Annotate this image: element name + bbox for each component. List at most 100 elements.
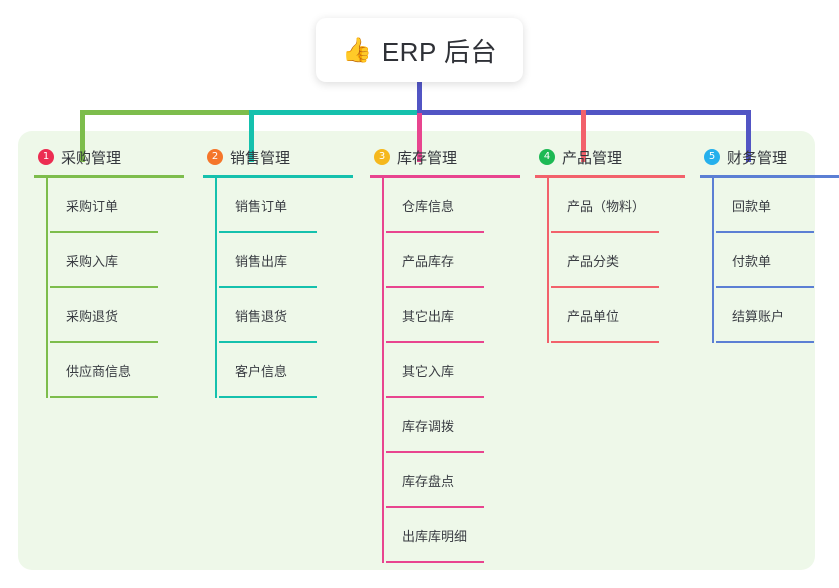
- branch-header-rule-5: [700, 175, 839, 178]
- branch-item[interactable]: 产品库存: [386, 233, 520, 288]
- branch-item-rule: [386, 341, 484, 343]
- branch-badge-4: 4: [539, 149, 555, 165]
- branch-item[interactable]: 库存盘点: [386, 453, 520, 508]
- branch-column-2: 2 销售管理 销售订单销售出库销售退货客户信息: [203, 146, 353, 398]
- branch-header-rule-2: [203, 175, 353, 178]
- branch-item[interactable]: 产品（物料）: [551, 178, 685, 233]
- branch-items-5: 回款单付款单结算账户: [700, 178, 839, 343]
- branch-header-1[interactable]: 1 采购管理: [34, 146, 184, 168]
- branch-item-label: 库存盘点: [402, 474, 455, 489]
- branch-spine-3: [382, 178, 384, 563]
- branch-item-rule: [386, 506, 484, 508]
- branch-header-rule-1: [34, 175, 184, 178]
- branch-drop-line-1: [80, 110, 85, 162]
- branch-spine-2: [215, 178, 217, 398]
- branch-items-2: 销售订单销售出库销售退货客户信息: [203, 178, 353, 398]
- branch-item[interactable]: 出库库明细: [386, 508, 520, 563]
- branch-item-label: 销售退货: [235, 309, 288, 324]
- branch-item[interactable]: 付款单: [716, 233, 839, 288]
- branch-drop-line-2: [249, 110, 254, 162]
- branch-item-rule: [50, 396, 158, 398]
- branch-item[interactable]: 销售出库: [219, 233, 353, 288]
- branch-item-label: 其它出库: [402, 309, 455, 324]
- branch-item-rule: [219, 231, 317, 233]
- root-node-label: ERP 后台: [381, 36, 498, 67]
- branch-item[interactable]: 采购入库: [50, 233, 184, 288]
- branch-item-rule: [716, 231, 814, 233]
- branch-item-label: 采购入库: [66, 254, 119, 269]
- branch-item-rule: [716, 286, 814, 288]
- branch-spine-4: [547, 178, 549, 343]
- branch-header-5[interactable]: 5 财务管理: [700, 146, 839, 168]
- branch-header-3[interactable]: 3 库存管理: [370, 146, 520, 168]
- branch-spine-5: [712, 178, 714, 343]
- branch-item[interactable]: 其它出库: [386, 288, 520, 343]
- branch-drop-line-3: [417, 110, 422, 162]
- branch-items-4: 产品（物料） 产品分类产品单位: [535, 178, 685, 343]
- branch-item-rule: [386, 231, 484, 233]
- branch-item-label: 库存调拨: [402, 419, 455, 434]
- branch-title-2: 销售管理: [230, 149, 291, 167]
- branch-item-rule: [386, 396, 484, 398]
- branch-item-label: 采购退货: [66, 309, 119, 324]
- branch-item[interactable]: 回款单: [716, 178, 839, 233]
- branch-items-3: 仓库信息产品库存其它出库其它入库库存调拨库存盘点出库库明细: [370, 178, 520, 563]
- branch-column-5: 5 财务管理 回款单付款单结算账户: [700, 146, 839, 343]
- bus-connector-segment-teal: [250, 110, 420, 115]
- branch-item-rule: [50, 341, 158, 343]
- trunk-connector-vertical: [417, 82, 422, 113]
- branch-title-4: 产品管理: [562, 149, 623, 167]
- branch-item[interactable]: 销售订单: [219, 178, 353, 233]
- branch-item-label: 产品（物料）: [567, 199, 646, 214]
- root-node-erp-backend[interactable]: 👍 ERP 后台: [316, 18, 523, 82]
- branch-item[interactable]: 产品分类: [551, 233, 685, 288]
- branch-item-label: 产品单位: [567, 309, 620, 324]
- branch-badge-3: 3: [374, 149, 390, 165]
- branch-item-label: 销售订单: [235, 199, 288, 214]
- branch-item[interactable]: 采购订单: [50, 178, 184, 233]
- branch-item-label: 付款单: [732, 254, 772, 269]
- branch-item-label: 产品分类: [567, 254, 620, 269]
- branch-drop-line-5: [746, 110, 751, 162]
- branch-item-rule: [386, 561, 484, 563]
- branch-badge-2: 2: [207, 149, 223, 165]
- branch-drop-line-4: [581, 110, 586, 162]
- branch-item-rule: [716, 341, 814, 343]
- branch-item-label: 客户信息: [235, 364, 288, 379]
- branch-item-label: 出库库明细: [402, 529, 468, 544]
- branch-column-4: 4 产品管理 产品（物料） 产品分类产品单位: [535, 146, 685, 343]
- branch-column-3: 3 库存管理 仓库信息产品库存其它出库其它入库库存调拨库存盘点出库库明细: [370, 146, 520, 563]
- branch-item[interactable]: 其它入库: [386, 343, 520, 398]
- branch-item[interactable]: 结算账户: [716, 288, 839, 343]
- branch-title-1: 采购管理: [61, 149, 122, 167]
- branch-item-rule: [386, 286, 484, 288]
- branch-header-rule-3: [370, 175, 520, 178]
- branch-item-label: 采购订单: [66, 199, 119, 214]
- bus-connector-segment-green: [80, 110, 252, 115]
- branch-header-rule-4: [535, 175, 685, 178]
- branch-header-2[interactable]: 2 销售管理: [203, 146, 353, 168]
- branch-header-4[interactable]: 4 产品管理: [535, 146, 685, 168]
- branch-item-rule: [386, 451, 484, 453]
- branch-item[interactable]: 产品单位: [551, 288, 685, 343]
- branch-item-rule: [219, 341, 317, 343]
- branch-badge-1: 1: [38, 149, 54, 165]
- branch-item-label: 仓库信息: [402, 199, 455, 214]
- branch-badge-5: 5: [704, 149, 720, 165]
- branch-item-rule: [551, 341, 659, 343]
- branch-item[interactable]: 仓库信息: [386, 178, 520, 233]
- diagram-panel-background: [18, 131, 815, 570]
- branch-item-rule: [219, 396, 317, 398]
- branch-item-label: 产品库存: [402, 254, 455, 269]
- branch-item[interactable]: 客户信息: [219, 343, 353, 398]
- branch-item[interactable]: 采购退货: [50, 288, 184, 343]
- branch-item-rule: [551, 231, 659, 233]
- branch-item-label: 回款单: [732, 199, 772, 214]
- branch-item-rule: [551, 286, 659, 288]
- branch-item-label: 其它入库: [402, 364, 455, 379]
- branch-item[interactable]: 供应商信息: [50, 343, 184, 398]
- branch-item[interactable]: 库存调拨: [386, 398, 520, 453]
- branch-item[interactable]: 销售退货: [219, 288, 353, 343]
- branch-item-label: 结算账户: [732, 309, 785, 324]
